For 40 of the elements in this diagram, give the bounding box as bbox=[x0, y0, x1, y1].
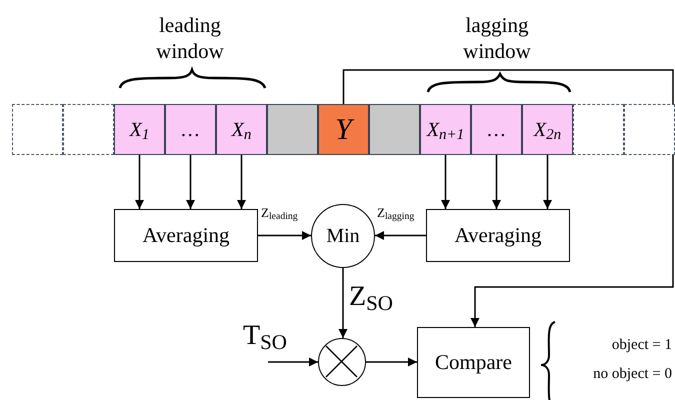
arrow bbox=[441, 155, 450, 209]
window-cell bbox=[471, 104, 522, 155]
edge-label: Z$_{SO}$ bbox=[349, 283, 393, 311]
process-box bbox=[426, 209, 570, 262]
arrow bbox=[375, 231, 426, 240]
arrow bbox=[186, 155, 195, 209]
window-cell bbox=[114, 104, 165, 155]
output-text: no object = 0 bbox=[593, 364, 672, 384]
edge-label: T$_{SO}$ bbox=[243, 322, 287, 350]
arrow bbox=[268, 358, 318, 366]
node-text: Min bbox=[326, 224, 360, 249]
window-cell bbox=[420, 104, 471, 155]
window-cell bbox=[318, 104, 369, 155]
window-cell bbox=[165, 104, 216, 155]
arrow bbox=[237, 155, 246, 209]
arrow bbox=[338, 268, 348, 338]
cell-text: X$_{2n}$ bbox=[534, 118, 562, 144]
edge-label: Z$_{leading}$ bbox=[261, 206, 298, 219]
cell-text: Y bbox=[335, 107, 352, 152]
arrow bbox=[135, 155, 144, 209]
window-cell bbox=[522, 104, 573, 155]
arrow bbox=[342, 69, 674, 327]
cell-text: X$_{n+1}$ bbox=[426, 118, 464, 144]
arrow bbox=[543, 155, 552, 209]
cell-text: X$_{n}$ bbox=[232, 118, 252, 144]
window-label: lagging window bbox=[462, 12, 532, 64]
node-text: Averaging bbox=[454, 222, 542, 249]
cell-text: X$_{1}$ bbox=[130, 118, 150, 144]
edge-label: Z$_{lagging}$ bbox=[377, 206, 414, 219]
arrow bbox=[366, 358, 417, 366]
cell-text: … bbox=[488, 118, 506, 142]
window-cell bbox=[216, 104, 267, 155]
window-label: leading window bbox=[155, 12, 225, 64]
cell-text: … bbox=[182, 118, 200, 142]
node-text: Compare bbox=[435, 348, 512, 376]
process-box bbox=[114, 209, 258, 262]
arrow bbox=[492, 155, 501, 209]
node-text: Averaging bbox=[142, 222, 230, 249]
output-text: object = 1 bbox=[612, 336, 672, 355]
arrow bbox=[258, 231, 311, 240]
